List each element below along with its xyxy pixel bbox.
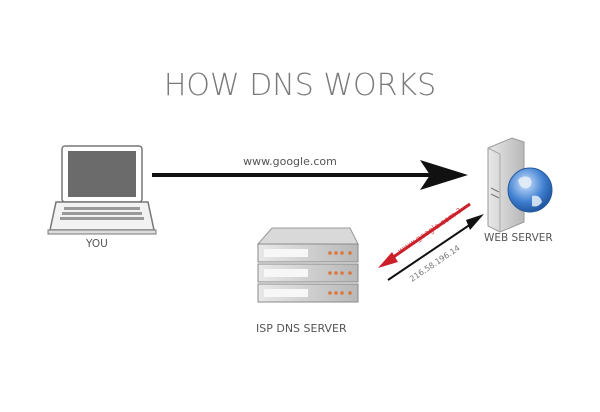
node-label-web-server: WEB SERVER [484,232,553,244]
arrow-query [378,202,471,268]
arrow-answer [387,214,484,281]
web-server-globe-icon [487,137,553,233]
edge-label-request: www.google.com [243,155,337,168]
laptop-icon [47,145,157,235]
node-label-isp-dns-server: ISP DNS SERVER [256,322,347,335]
rack-server-icon [256,227,359,303]
diagram-title: HOW DNS WORKS [163,68,437,103]
node-label-you: YOU [86,238,108,250]
arrow-request [152,160,468,190]
